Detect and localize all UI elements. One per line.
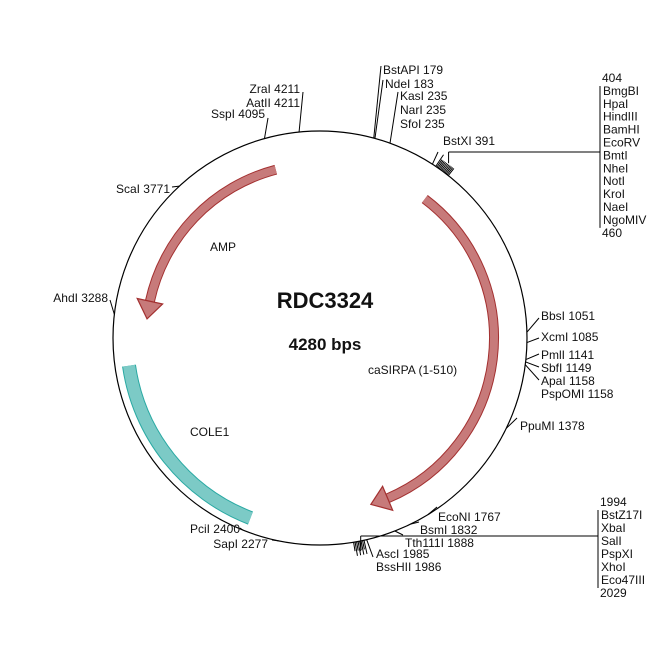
mcs1-hatch-tick — [442, 163, 449, 172]
site-label-zrai[interactable]: ZraI 4211 — [250, 82, 301, 96]
site-tick-ahdi — [109, 299, 115, 315]
site-label-pcii[interactable]: PciI 2400 — [190, 522, 240, 536]
mcs1-hatch-tick — [436, 159, 443, 168]
mcs1-hatch-tick — [444, 165, 451, 174]
site-label-xcmi[interactable]: XcmI 1085 — [541, 330, 599, 344]
site-label-sapi[interactable]: SapI 2277 — [213, 537, 268, 551]
site-tick-apai — [524, 364, 540, 381]
plasmid-name: RDC3324 — [277, 288, 374, 313]
mcs2-site-bstz17i[interactable]: BstZ17I — [601, 508, 642, 522]
site-label-asci[interactable]: AscI 1985 — [376, 547, 430, 561]
site-tick-zrai — [298, 91, 304, 133]
mcs1-hatch-tick — [445, 166, 452, 175]
feature-label-amp[interactable]: AMP — [210, 240, 236, 254]
site-tick-pcii — [239, 527, 244, 531]
site-tick-sbfi — [525, 361, 540, 368]
site-label-bstxi[interactable]: BstXI 391 — [443, 134, 495, 148]
mcs1-hatch-tick — [447, 168, 455, 176]
mcs1-site-hindiii[interactable]: HindIII — [603, 110, 638, 124]
site-tick-bstxi — [431, 151, 439, 165]
site-label-tth111i[interactable]: Tth111I 1888 — [405, 536, 474, 550]
site-label-sbfi[interactable]: SbfI 1149 — [541, 361, 592, 375]
mcs2-site-pspxi[interactable]: PspXI — [601, 547, 633, 561]
mcs2-hatch-tick — [356, 541, 359, 551]
mcs1-hatch-tick — [438, 161, 445, 170]
feature-casirpa-1-510[interactable] — [386, 195, 498, 502]
site-tick-pmli — [525, 353, 540, 360]
mcs1-site-noti[interactable]: NotI — [603, 174, 625, 188]
site-tick-xcmi — [526, 337, 540, 344]
site-label-bsshii[interactable]: BssHII 1986 — [376, 560, 442, 574]
mcs1-site-ngomiv[interactable]: NgoMIV — [603, 213, 646, 227]
mcs2-hatch-tick — [357, 541, 362, 556]
site-label-ahdi[interactable]: AhdI 3288 — [53, 291, 108, 305]
mcs1-end: 460 — [602, 226, 622, 240]
feature-amp[interactable] — [146, 165, 277, 303]
site-label-bbsi[interactable]: BbsI 1051 — [541, 309, 595, 323]
feature-casirpa-1-510-outline[interactable] — [385, 195, 499, 503]
site-label-sspi[interactable]: SspI 4095 — [211, 107, 265, 121]
site-tick-bsmi — [410, 521, 420, 525]
mcs2-hatch-tick — [353, 542, 356, 552]
site-label-bsmi[interactable]: BsmI 1832 — [420, 523, 478, 537]
mcs1-hatch-tick — [446, 167, 454, 175]
mcs2-site-xhoi[interactable]: XhoI — [601, 560, 626, 574]
site-tick-econi — [427, 506, 438, 516]
mcs2-hatch-tick — [362, 540, 365, 550]
site-label-scai[interactable]: ScaI 3771 — [116, 182, 170, 196]
feature-label-cole1[interactable]: COLE1 — [190, 425, 230, 439]
site-label-ppumi[interactable]: PpuMI 1378 — [520, 419, 585, 433]
site-label-sfoi[interactable]: SfoI 235 — [400, 117, 445, 131]
feature-cole1[interactable] — [123, 364, 253, 524]
site-tick-ppumi — [505, 417, 518, 429]
mcs1-site-bmti[interactable]: BmtI — [603, 148, 628, 162]
mcs1-site-hpai[interactable]: HpaI — [603, 97, 628, 111]
site-tick-sapi — [271, 539, 279, 542]
mcs1-site-nhei[interactable]: NheI — [603, 161, 628, 175]
feature-casirpa-1-510-arrowhead[interactable] — [369, 485, 394, 512]
feature-amp-arrowhead[interactable] — [136, 297, 164, 320]
mcs1-site-bamhi[interactable]: BamHI — [603, 123, 640, 137]
mcs1-start: 404 — [602, 71, 622, 85]
site-tick-kasi — [389, 91, 399, 144]
site-tick-tth111i — [394, 530, 404, 536]
mcs2-site-xbai[interactable]: XbaI — [601, 521, 626, 535]
plasmid-backbone — [112, 130, 528, 546]
mcs2-end: 2029 — [600, 586, 627, 600]
mcs2-hatch-tick — [360, 540, 365, 555]
feature-cole1-outline[interactable] — [122, 364, 254, 525]
feature-label-casirpa[interactable]: caSIRPA (1-510) — [368, 363, 457, 377]
site-label-aatii[interactable]: AatII 4211 — [246, 96, 300, 110]
site-label-nari[interactable]: NarI 235 — [400, 103, 446, 117]
mcs1-hatch-tick — [443, 164, 450, 173]
site-label-pspomi[interactable]: PspOMI 1158 — [541, 387, 614, 401]
site-tick-asci — [366, 539, 374, 558]
mcs1-site-ecorv[interactable]: EcoRV — [603, 136, 640, 150]
mcs2-site-eco47iii[interactable]: Eco47III — [601, 573, 645, 587]
mcs2-hatch-tick — [363, 540, 368, 555]
mcs1-site-bmgbi[interactable]: BmgBI — [603, 84, 639, 98]
mcs1-hatch-tick — [441, 162, 448, 171]
site-tick-sspi — [263, 117, 269, 139]
mcs1-hatch-tick — [439, 161, 446, 170]
site-label-econi[interactable]: EcoNI 1767 — [438, 510, 501, 524]
site-label-bstapi[interactable]: BstAPI 179 — [383, 63, 443, 77]
site-tick-bstapi — [373, 65, 382, 139]
mcs2-site-sali[interactable]: SalI — [601, 534, 622, 548]
site-label-ndei[interactable]: NdeI 183 — [385, 77, 434, 91]
mcs1-site-naei[interactable]: NaeI — [603, 200, 628, 214]
site-label-pmli[interactable]: PmlI 1141 — [541, 348, 594, 362]
plasmid-size: 4280 bps — [289, 335, 362, 354]
mcs2-start: 1994 — [600, 495, 627, 509]
mcs1-site-kroi[interactable]: KroI — [603, 187, 625, 201]
site-label-apai[interactable]: ApaI 1158 — [541, 374, 595, 388]
mcs1-hatch-tick — [437, 160, 444, 169]
site-label-kasi[interactable]: KasI 235 — [400, 89, 448, 103]
site-tick-bbsi — [526, 317, 540, 333]
site-tick-scai — [171, 185, 180, 188]
mcs2-hatch-tick — [354, 541, 358, 556]
site-tick-ndei — [374, 79, 384, 139]
mcs1-hatch-tick — [435, 154, 444, 167]
